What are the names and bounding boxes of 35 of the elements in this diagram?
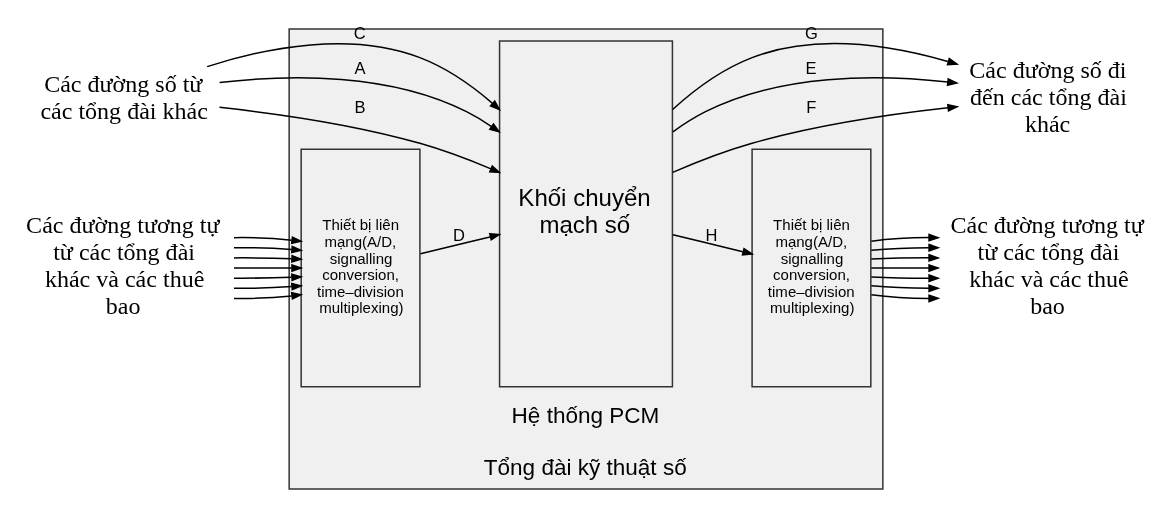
node-box: Thiết bị liên mạng(A/D, signalling conversion, time–division multiplexing)	[300, 148, 421, 388]
arrow	[419, 232, 502, 255]
edge-label: H	[705, 225, 718, 245]
arrow	[233, 254, 304, 263]
edge-label: D	[452, 225, 465, 245]
arrow	[672, 233, 755, 256]
arrow	[672, 77, 960, 133]
arrow	[671, 42, 960, 111]
arrow	[206, 43, 502, 111]
arrow	[233, 291, 304, 301]
edge-label: B	[354, 97, 366, 117]
arrow	[233, 245, 304, 254]
arrow	[870, 263, 941, 273]
arrow	[671, 103, 960, 174]
node-box: Thiết bị liên mạng(A/D, signalling conversion, time–division multiplexing)	[751, 148, 872, 388]
arrow	[218, 106, 502, 174]
arrow	[870, 294, 941, 303]
edge-label: E	[805, 58, 817, 78]
arrow	[870, 284, 941, 293]
arrow	[218, 77, 501, 134]
node-text: Các đường số từ các tổng đài khác	[40, 70, 208, 124]
arrow	[233, 273, 304, 282]
arrow	[870, 273, 941, 283]
arrow	[870, 253, 941, 263]
arrow	[870, 243, 941, 252]
arrow	[870, 233, 941, 242]
edge-label: A	[354, 58, 366, 78]
node-text: Các đường tương tự từ các tổng đài khác và các thuê bao	[26, 212, 220, 320]
edge-label: F	[806, 97, 817, 117]
node-text: Các đường tương tự từ các tổng đài khác và các thuê bao	[950, 212, 1144, 320]
arrow	[233, 235, 304, 245]
arrow	[233, 282, 304, 291]
arrow	[233, 263, 304, 273]
node-text: Các đường số đi đến các tổng đài khác	[969, 57, 1127, 138]
node-box: Khối chuyển mạch số	[498, 40, 674, 388]
